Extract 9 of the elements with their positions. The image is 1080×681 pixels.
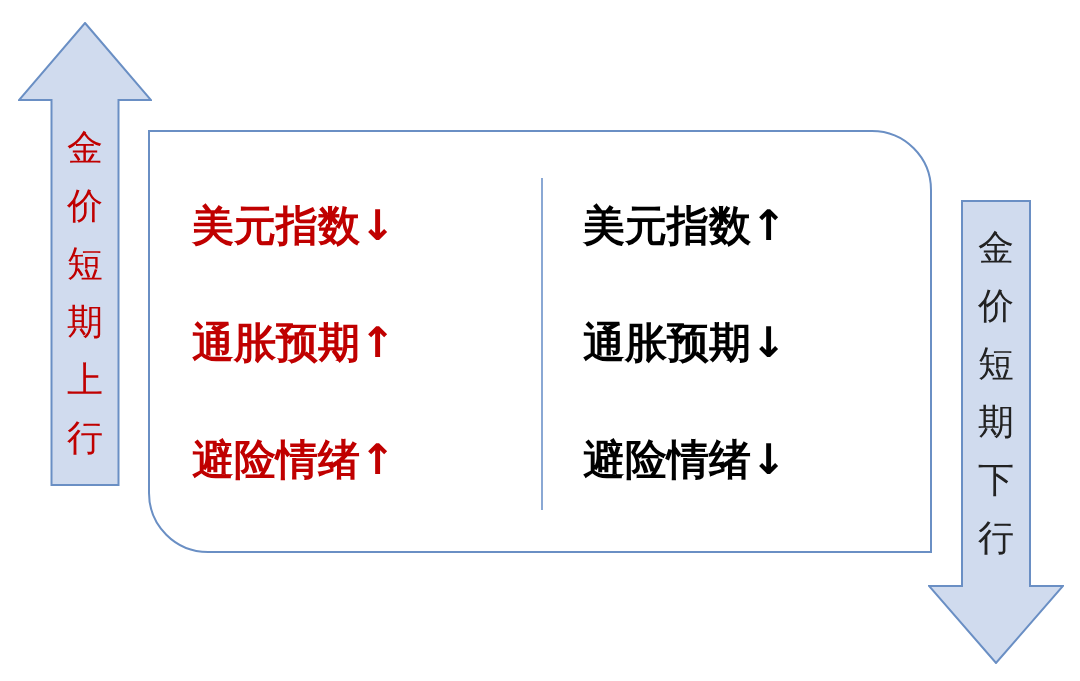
indicator-text: 美元指数↓ <box>192 205 396 247</box>
indicator-text: 通胀预期↓ <box>583 322 787 364</box>
vertical-label: 金价短期上行 <box>67 126 103 460</box>
indicator-text: 避险情绪↓ <box>583 439 787 481</box>
vertical-label: 金价短期下行 <box>978 226 1014 560</box>
rounded-panel <box>148 130 932 553</box>
indicator-text: 通胀预期↑ <box>192 322 396 364</box>
indicator-text: 避险情绪↑ <box>192 439 396 481</box>
indicator-text: 美元指数↑ <box>583 205 787 247</box>
